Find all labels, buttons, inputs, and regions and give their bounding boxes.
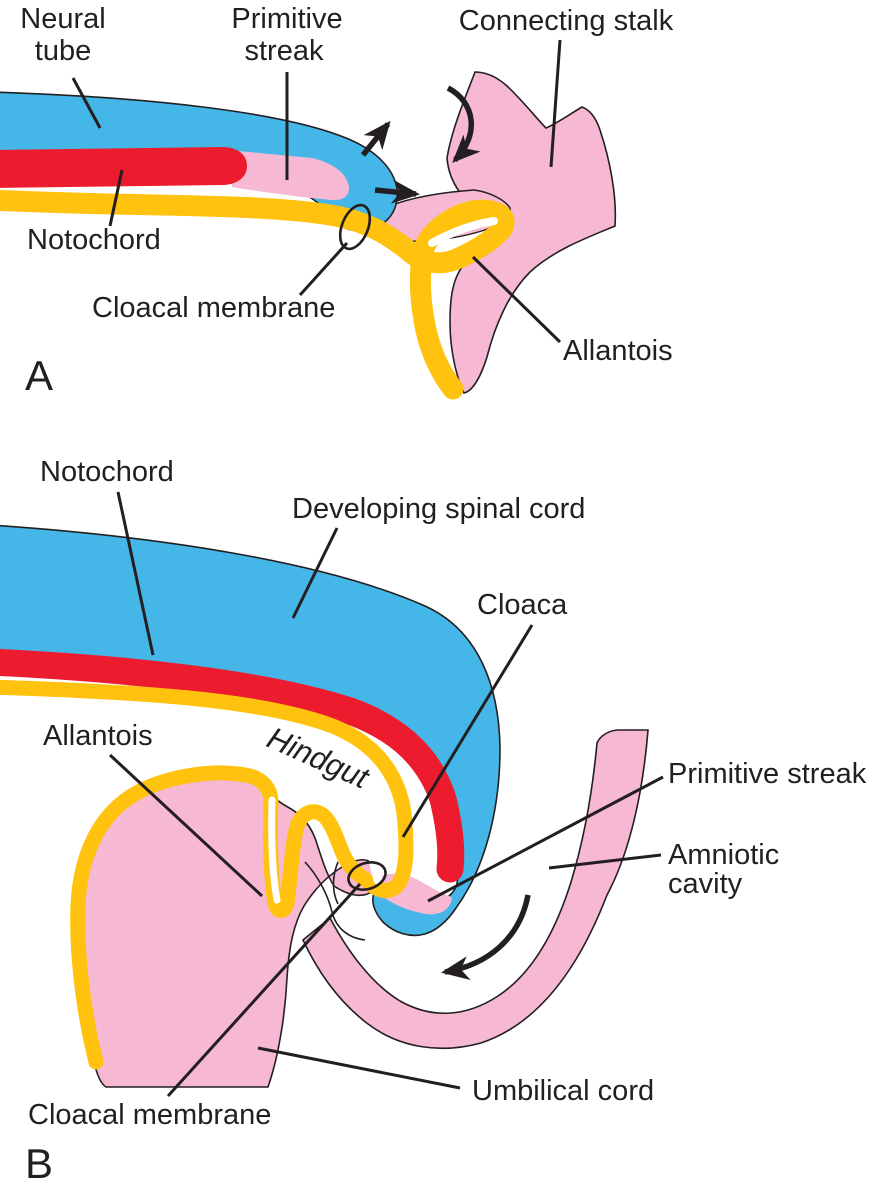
notochord-leader-line bbox=[108, 169, 124, 227]
fold-arrow-right bbox=[374, 179, 420, 204]
cloacal-membrane-loop bbox=[338, 203, 372, 251]
gut-endoderm-band bbox=[0, 679, 414, 1070]
allantois-lumen bbox=[428, 217, 498, 247]
panel-b: Notochord Developing spinal cord Cloaca … bbox=[0, 456, 867, 1187]
curved-fold-arrow-a bbox=[446, 85, 481, 163]
cloacal-membrane-leader-line-b bbox=[166, 882, 362, 1098]
tail-fold-line-2 bbox=[332, 861, 339, 905]
allantois-leader-line bbox=[471, 255, 562, 344]
panel-a: Neural tube Primitive streak Connecting … bbox=[0, 3, 674, 400]
connecting-stalk-label: Connecting stalk bbox=[459, 5, 674, 37]
primitive-streak-label: Primitive bbox=[231, 3, 342, 35]
allantois-label-a: Allantois bbox=[563, 335, 673, 367]
cloacal-membrane-leader-line bbox=[298, 241, 349, 297]
primitive-streak-label-b: Primitive streak bbox=[668, 758, 867, 790]
notochord-region-b bbox=[0, 648, 465, 883]
connecting-stalk-leader-line bbox=[549, 39, 562, 168]
primitive-streak-region bbox=[228, 150, 350, 201]
cloaca-leader-line bbox=[401, 624, 534, 838]
notochord-label-b: Notochord bbox=[40, 456, 174, 488]
primitive-streak-leader-line-b bbox=[427, 775, 664, 903]
panel-a-letter: A bbox=[25, 352, 53, 399]
hindgut-lumen-tip bbox=[366, 810, 383, 885]
primitive-streak-label-2: streak bbox=[245, 35, 324, 67]
neural-tube-label-2: tube bbox=[35, 35, 91, 67]
cloacal-membrane-loop-b bbox=[347, 861, 387, 891]
cloacal-membrane-label-a: Cloacal membrane bbox=[92, 292, 335, 324]
neural-tube-leader-line bbox=[71, 77, 102, 129]
curved-fold-arrow-b bbox=[441, 894, 531, 980]
amniotic-cavity-label-2: cavity bbox=[668, 868, 743, 900]
allantois-label-b: Allantois bbox=[43, 720, 153, 752]
neural-tube-label: Neural bbox=[20, 3, 105, 35]
cloacal-membrane-label-b: Cloacal membrane bbox=[28, 1099, 271, 1131]
spinal-cord-leader-line bbox=[291, 527, 339, 619]
amnion-band-region bbox=[302, 729, 649, 1050]
allantois-leader-line-b bbox=[108, 753, 264, 898]
panel-b-letter: B bbox=[25, 1140, 53, 1187]
allantois-lumen-b bbox=[268, 796, 281, 904]
cloaca-label: Cloaca bbox=[477, 589, 568, 621]
amniotic-cavity-label: Amniotic bbox=[668, 839, 779, 871]
umbilical-cord-leader-line bbox=[257, 1046, 461, 1090]
fold-arrow-up-right bbox=[360, 120, 391, 157]
tail-fold-line-1 bbox=[304, 861, 366, 941]
amniotic-cavity-leader-line bbox=[548, 853, 662, 870]
notochord-region bbox=[0, 147, 247, 188]
notochord-label-a: Notochord bbox=[27, 224, 161, 256]
developing-spinal-cord-label: Developing spinal cord bbox=[292, 493, 585, 525]
umbilical-cord-label: Umbilical cord bbox=[472, 1075, 654, 1107]
notochord-leader-line-b bbox=[116, 491, 155, 656]
endoderm-band bbox=[0, 189, 515, 400]
